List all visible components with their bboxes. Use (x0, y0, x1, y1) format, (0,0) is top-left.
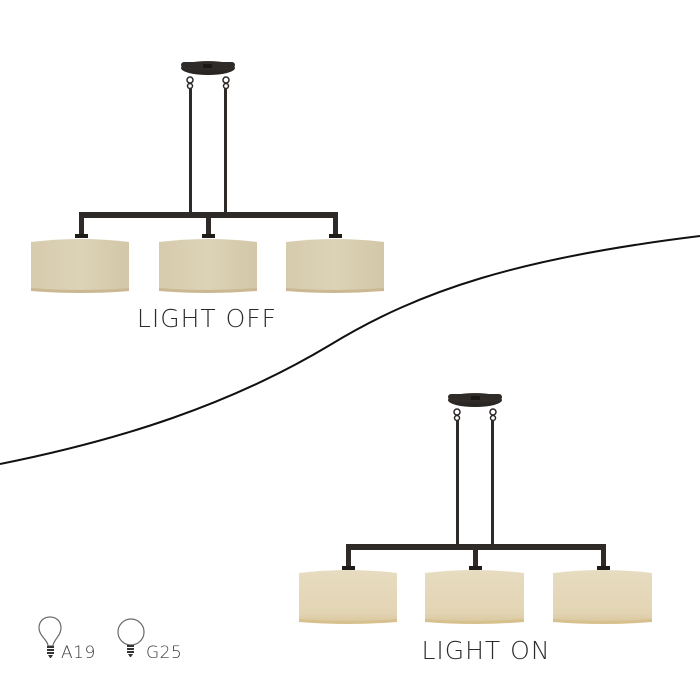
caption-light-on: LIGHT ON (421, 636, 551, 665)
divider-curve (0, 235, 700, 465)
fixture-light-on (299, 393, 652, 624)
caption-light-off: LIGHT OFF (136, 304, 278, 333)
shade-3 (553, 570, 652, 624)
rod (189, 88, 192, 214)
rod (224, 88, 227, 214)
shade-3 (286, 239, 384, 293)
rod (456, 420, 459, 546)
bulb-label-a19: A19 (61, 643, 96, 663)
bulb-label-g25: G25 (146, 643, 183, 663)
rod (491, 420, 494, 546)
fixture-light-off (31, 61, 384, 293)
shade-1 (31, 239, 129, 293)
shade-2 (159, 239, 257, 293)
shade-1 (299, 570, 397, 624)
a19-bulb-icon (38, 616, 62, 658)
shade-2 (425, 570, 524, 624)
g25-bulb-icon (117, 618, 145, 657)
